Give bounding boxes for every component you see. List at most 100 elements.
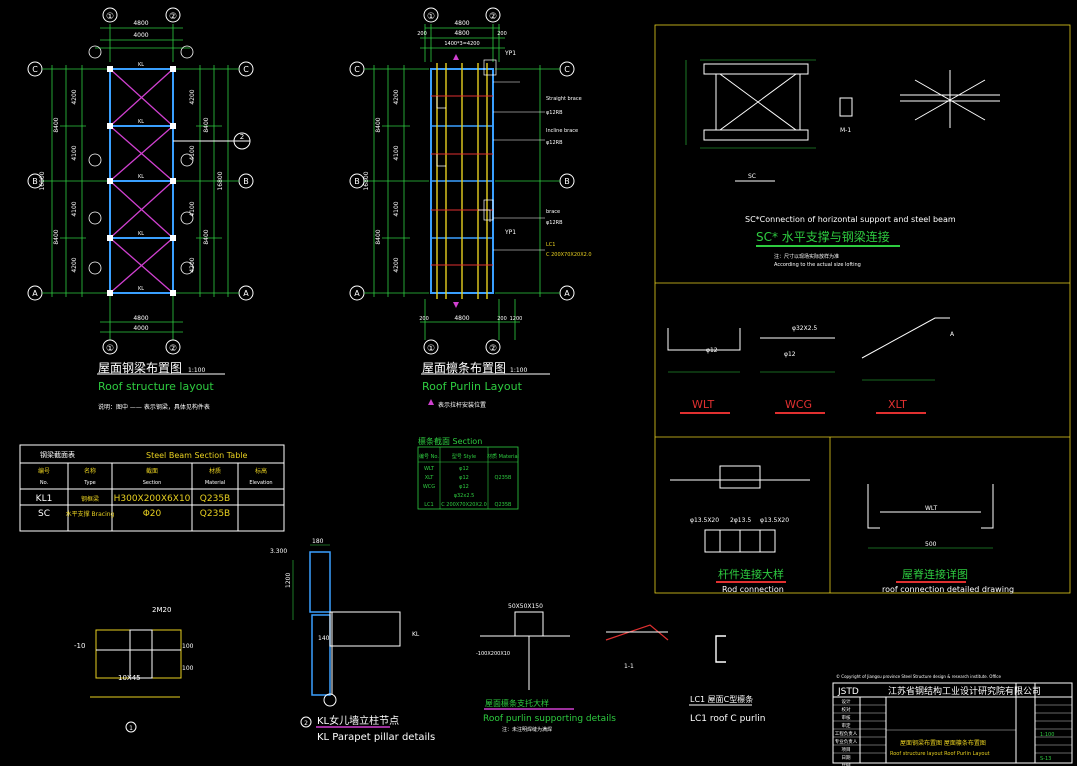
rod-conn-dim-1: φ13.5X20 — [690, 517, 719, 524]
p-grid-row-C: C — [354, 65, 360, 74]
purlin-header: 型号 Style — [452, 453, 476, 460]
purlin-header: 编号 No. — [419, 453, 439, 460]
tb-row-label: 项目 — [842, 747, 851, 753]
purlin-label-rb2: φ12RB — [546, 140, 563, 146]
roof-purlin-scale: 1:100 — [510, 367, 527, 374]
kl-label-1: KL — [138, 62, 144, 68]
dim-bay-r2: 4100 — [189, 145, 196, 160]
dim-bay-r3: 4100 — [189, 201, 196, 216]
grid-bubble-1-bottom — [102, 339, 118, 355]
roof-connection-detail: WLT 500 屋脊连接详图 roof connection detailed … — [867, 484, 1014, 594]
p-grid-label-2b: ② — [489, 344, 497, 354]
dim-total-r: 16800 — [217, 171, 224, 190]
p-dim-top-4: 1400*3=4200 — [444, 41, 479, 47]
p-dim-bot-3: 1200 — [510, 316, 523, 322]
lc1-detail: 1-1 LC1 屋面C型檩条 LC1 roof C purlin — [605, 624, 765, 724]
p-dim-top-0: 4800 — [454, 20, 469, 27]
p-grid-bubble-2 — [485, 7, 501, 23]
purlin-support-detail: 50X50X150 -100X200X10 屋面檩条支托大样 Roof purl… — [476, 603, 616, 733]
kl-label-5: KL — [138, 286, 144, 292]
p-grid-row-C-r: C — [564, 65, 570, 74]
steel-header-en: No. — [40, 480, 49, 486]
sc-tag: SC — [748, 173, 756, 180]
sc-title-en: SC*Connection of horizontal support and … — [745, 215, 956, 224]
steel-cell-type: 水平支撑 Bracing — [66, 510, 115, 518]
steel-header-en: Material — [205, 480, 225, 486]
rod-details: φ12 φ32X2.5 φ12 A WLT WCG XLT — [667, 317, 955, 414]
roof-purlin-title-cn: 屋面檩条布置图 — [422, 360, 506, 375]
kl-label-2: KL — [138, 119, 144, 125]
steel-header-en: Type — [83, 480, 95, 486]
grid-label-1: ① — [106, 12, 114, 22]
steel-cell-section: Φ20 — [143, 509, 162, 519]
p-dim-top-2: 4800 — [454, 30, 469, 37]
purlin-cell: φ12 — [459, 466, 469, 472]
ps-label-0: 50X50X150 — [508, 603, 543, 610]
tb-title-en: Roof structure layout Roof Purlin Layout — [890, 751, 990, 757]
steel-cell-type: 钢框梁 — [81, 495, 99, 503]
rod-conn-dim-3: φ13.5X20 — [760, 517, 789, 524]
steel-cell-material: Q235B — [200, 509, 230, 519]
purlin-table-title: 檩条截面 Section — [418, 436, 482, 446]
steel-header-en: Elevation — [249, 480, 272, 486]
purlin-cell: LC1 — [424, 502, 433, 508]
tb-copyright: © Copyright of Jiangsu province Steel St… — [836, 674, 1002, 679]
steel-cell-material: Q235B — [200, 494, 230, 504]
purlin-cell: Q235B — [495, 475, 512, 481]
purlin-label-rb3: φ12RB — [546, 220, 563, 226]
sc-note: 注：尺寸以现场实际放样为准 — [774, 253, 839, 260]
p-grid-label-2: ② — [489, 12, 497, 22]
sc-connection-detail: M-1 SC SC*Connection of horizontal suppo… — [685, 59, 1000, 268]
grid-row-A: A — [32, 289, 38, 298]
detail1-label-1: -10 — [74, 642, 85, 650]
purlin-label-c: C 200X70X20X2.0 — [546, 252, 592, 258]
p-grid-row-A: A — [354, 289, 360, 298]
p-dim-total: 16800 — [363, 171, 370, 190]
kl-title-cn: KL女儿墙立柱节点 — [317, 714, 399, 727]
roof-conn-title-en: roof connection detailed drawing — [882, 585, 1014, 594]
sc-title-cn: SC* 水平支撑与钢梁连接 — [756, 229, 890, 244]
tb-row-label: 比例 — [842, 762, 851, 766]
purlin-cell: WLT — [424, 466, 435, 472]
purlin-label-incline: Incline brace — [546, 128, 578, 134]
kl-label-180: 180 — [312, 538, 324, 545]
purlin-cell: φ12 — [459, 484, 469, 490]
dim-bay-4: 4200 — [71, 257, 78, 272]
tb-sheet: S-13 — [1040, 756, 1051, 762]
p-dim-bot-2: 200 — [497, 316, 507, 322]
grid-label-2b: ② — [169, 344, 177, 354]
purlin-cell: C 200X70X20X2.0 — [441, 502, 487, 508]
dim-half-1: 8400 — [53, 117, 60, 132]
detail-1: 2M20 -10 10X45 100 100 1 — [74, 606, 194, 733]
rod-dim-3: φ12 — [784, 351, 796, 358]
p-dim-bay-1: 4200 — [393, 89, 400, 104]
p-dim-bay-4: 4200 — [393, 257, 400, 272]
tb-scale: 1:100 — [1040, 732, 1054, 738]
grid-row-C: C — [32, 65, 38, 74]
dim-bay-r1: 4200 — [189, 89, 196, 104]
roof-structure-note: 说明：图中 —— 表示钢梁，具体见构件表 — [98, 403, 210, 411]
lc1-title-cn: LC1 屋面C型檩条 — [690, 694, 753, 704]
lc1-title-en: LC1 roof C purlin — [690, 714, 765, 724]
steel-table-title-cn: 钢梁截面表 — [40, 450, 75, 459]
tb-title-cn: 屋面钢梁布置图 屋面檩条布置图 — [900, 739, 986, 747]
kl-parapet-detail: 3.300 180 1200 140 KL 2 KL女儿墙立柱节点 KL Par… — [270, 538, 435, 743]
roof-structure-title-cn: 屋面钢梁布置图 — [98, 360, 182, 375]
p-grid-row-B: B — [354, 177, 360, 186]
title-block: © Copyright of Jiangsu province Steel St… — [832, 674, 1073, 766]
steel-header-cn: 名称 — [84, 467, 96, 475]
rod-dim-1: φ12 — [706, 347, 718, 354]
grid-row-C-r: C — [243, 65, 249, 74]
tb-row-label: 校对 — [842, 706, 851, 713]
sc-note-en: According to the actual size lofting — [774, 262, 861, 268]
roof-conn-label: WLT — [925, 505, 937, 512]
purlin-header: 材质 Material — [487, 453, 519, 460]
kl-label-140: 140 — [318, 635, 330, 642]
rod-conn-title-en: Rod connection — [722, 585, 784, 594]
purlin-cell: Q235B — [495, 502, 512, 508]
tb-row-label: 审核 — [842, 714, 851, 721]
dim-span-bottom: 4800 — [133, 315, 148, 322]
detail1-mark: 1 — [129, 725, 133, 732]
